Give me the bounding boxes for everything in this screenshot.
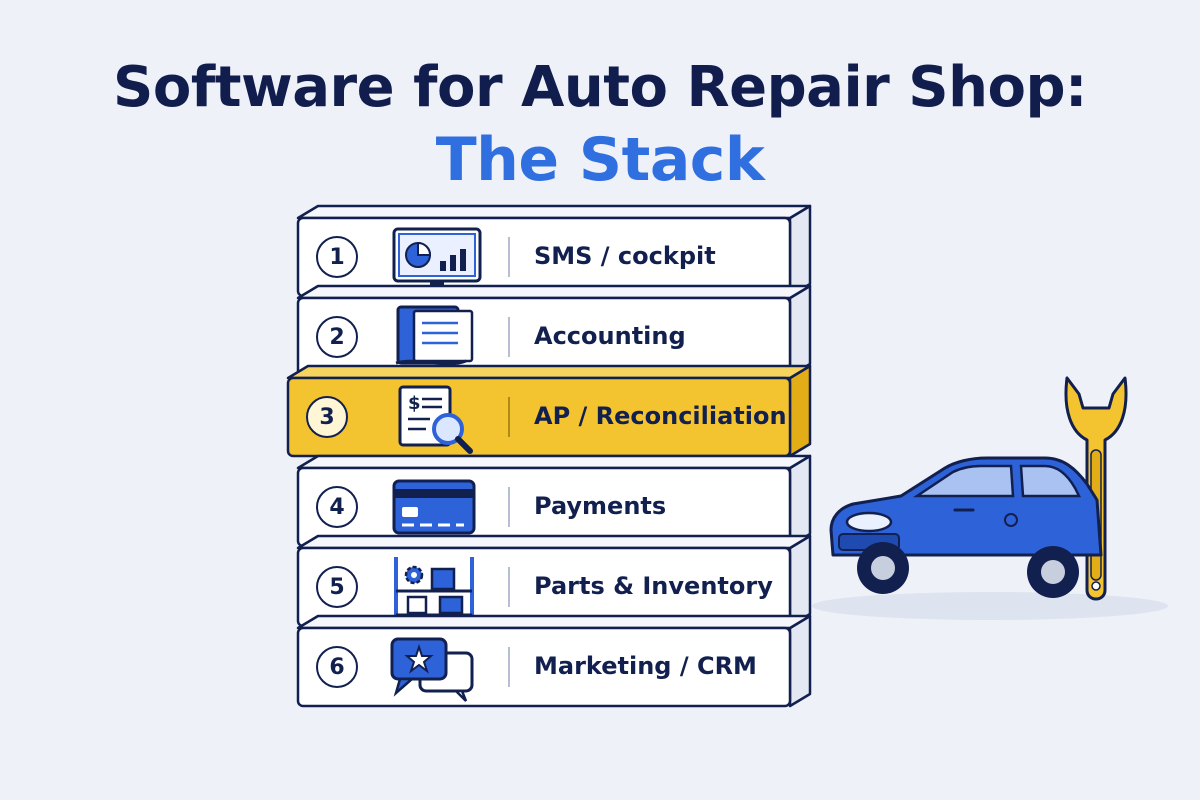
- chat-star-icon: [386, 635, 482, 702]
- layer-divider: [508, 317, 510, 357]
- layer-divider: [508, 237, 510, 277]
- blue-car-icon: [829, 456, 1103, 598]
- layer-divider: [508, 567, 510, 607]
- layer-label: Accounting: [534, 322, 686, 350]
- wrench-icon: [1064, 376, 1128, 601]
- layer-divider: [508, 487, 510, 527]
- layer-label: SMS / cockpit: [534, 242, 716, 270]
- layer-divider: [508, 647, 510, 687]
- layer-number-badge: 6: [316, 646, 358, 688]
- layer-label: Parts & Inventory: [534, 572, 773, 600]
- layer-number-badge: 3: [306, 396, 348, 438]
- car-and-wrench-illustration: [805, 350, 1180, 640]
- layer-label: AP / Reconciliation: [534, 402, 787, 430]
- layer-divider: [508, 397, 510, 437]
- layer-number-badge: 2: [316, 316, 358, 358]
- layer-number-badge: 5: [316, 566, 358, 608]
- layer-number-badge: 1: [316, 236, 358, 278]
- layer-number-badge: 4: [316, 486, 358, 528]
- ledger-book-icon: [386, 305, 482, 369]
- page-subtitle: The Stack: [435, 125, 765, 195]
- credit-card-icon: [386, 475, 482, 539]
- layer-label: Marketing / CRM: [534, 652, 757, 680]
- page-title: Software for Auto Repair Shop:: [113, 55, 1087, 120]
- invoice-magnifier-icon: $: [386, 385, 482, 454]
- svg-text:$: $: [408, 393, 421, 414]
- monitor-chart-icon: [386, 225, 482, 289]
- layer-label: Payments: [534, 492, 667, 520]
